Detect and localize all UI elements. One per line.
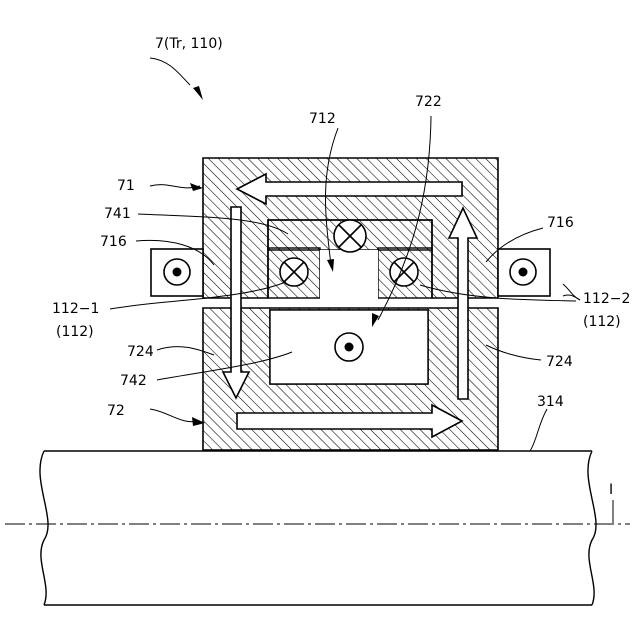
conductor-left-label: 112−1 (52, 301, 99, 317)
conductor-right-label: 112−2 (583, 291, 630, 307)
conductor-left-group-label: (112) (56, 324, 94, 340)
conductor-112-2 (498, 249, 550, 296)
cross-symbol-left (280, 258, 308, 286)
dot-symbol-center (335, 333, 363, 361)
leg-left-upper-label: 716 (100, 234, 127, 250)
gap-upper-label: 712 (309, 111, 336, 127)
coil-741-label: 741 (104, 206, 131, 222)
axis-label: I (609, 482, 613, 498)
conductor-112-1 (151, 249, 203, 296)
leg-right-upper-label: 716 (547, 215, 574, 231)
leg-left-lower-label: 724 (127, 344, 154, 360)
shaft (40, 451, 596, 605)
gap-lower-label: 722 (415, 94, 442, 110)
conductor-right-group-label: (112) (583, 314, 621, 330)
lower-core-label: 72 (107, 403, 125, 419)
cross-symbol-top (334, 220, 366, 252)
shaft-label: 314 (537, 394, 564, 410)
upper-core-label: 71 (117, 178, 135, 194)
coil-742-label: 742 (120, 373, 147, 389)
leg-right-lower-label: 724 (546, 354, 573, 370)
device-label: 7(Tr, 110) (155, 36, 223, 52)
